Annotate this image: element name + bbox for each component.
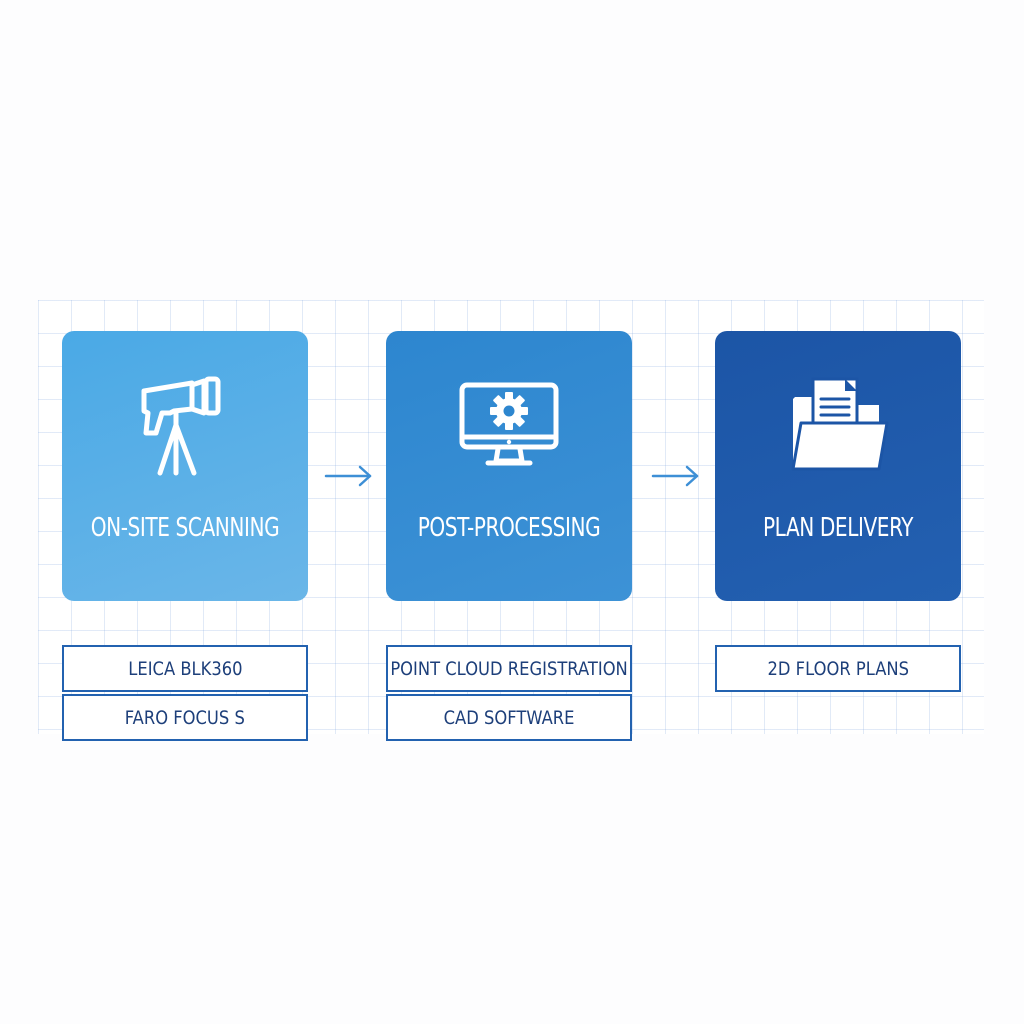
arrow-right-icon <box>324 465 372 487</box>
tool-label: FARO FOCUS S <box>124 706 246 729</box>
tool-item: LEICA BLK360 <box>62 645 308 692</box>
stage-title: POST-PROCESSING <box>417 513 601 543</box>
stage-card-on-site-scanning: ON-SITE SCANNING <box>62 331 308 601</box>
stage-title: ON-SITE SCANNING <box>90 513 280 543</box>
tripod-scanner-icon <box>141 376 221 476</box>
tool-item: FARO FOCUS S <box>62 694 308 741</box>
tool-label: LEICA BLK360 <box>127 657 243 680</box>
tool-item: 2D FLOOR PLANS <box>715 645 961 692</box>
tool-item: POINT CLOUD REGISTRATION <box>386 645 632 692</box>
tool-item: CAD SOFTWARE <box>386 694 632 741</box>
tool-label: 2D FLOOR PLANS <box>767 657 909 680</box>
folder-documents-icon <box>791 377 889 471</box>
tool-label: POINT CLOUD REGISTRATION <box>390 657 628 680</box>
stage-card-plan-delivery: PLAN DELIVERY <box>715 331 961 601</box>
monitor-gear-icon <box>459 382 559 466</box>
arrow-right-icon <box>651 465 699 487</box>
tool-list-on-site-scanning: LEICA BLK360 FARO FOCUS S <box>62 645 308 743</box>
tool-list-plan-delivery: 2D FLOOR PLANS <box>715 645 961 694</box>
tool-label: CAD SOFTWARE <box>443 706 575 729</box>
stage-card-post-processing: POST-PROCESSING <box>386 331 632 601</box>
stage-title: PLAN DELIVERY <box>762 513 914 543</box>
tool-list-post-processing: POINT CLOUD REGISTRATION CAD SOFTWARE <box>386 645 632 743</box>
